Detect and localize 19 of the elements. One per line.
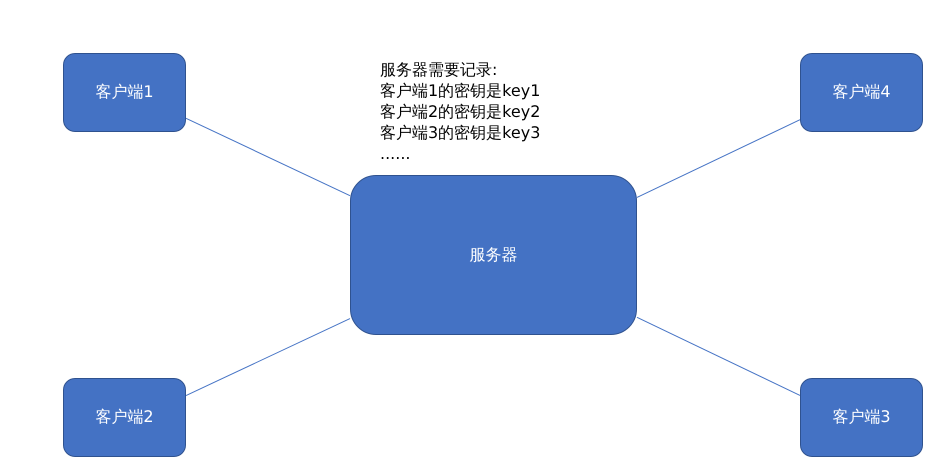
connector-line [636,119,800,198]
client-box [63,378,186,457]
client-label: 客户端3 [832,407,891,428]
client-box [800,378,923,457]
connector-line [186,118,350,196]
server-box [350,175,637,335]
note-text: 服务器需要记录: [380,60,498,80]
client-box [63,53,186,132]
client-label: 客户端2 [95,407,154,428]
note-text: 客户端1的密钥是key1 [380,81,540,101]
client-label: 客户端4 [832,82,891,103]
note-text: 客户端3的密钥是key3 [380,123,540,143]
connector-line [636,316,800,396]
note-text: 客户端2的密钥是key2 [380,102,540,122]
client-label: 客户端1 [95,82,154,103]
server-label: 服务器 [470,244,518,266]
connector-line [186,318,350,396]
note-text: ...... [380,144,411,164]
client-box [800,53,923,132]
